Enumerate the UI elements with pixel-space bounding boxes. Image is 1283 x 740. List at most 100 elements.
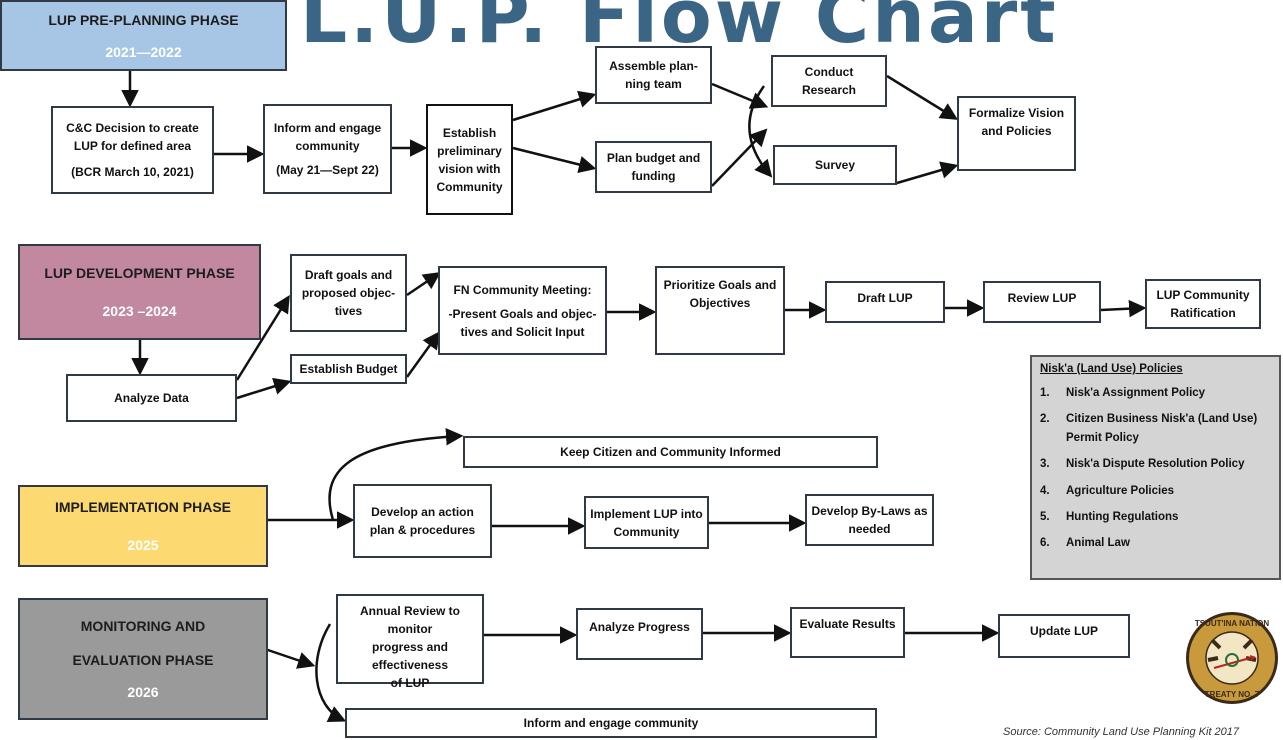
node-line: Establish xyxy=(442,125,497,140)
seal-bottom-text: TREATY NO. 7 xyxy=(1205,690,1260,699)
policies-title: Nisk'a (Land Use) Policies xyxy=(1040,363,1183,375)
node-assemble-team: Assemble plan- ning team xyxy=(595,46,712,104)
policy-text: Agriculture Policies xyxy=(1066,484,1175,497)
policy-item: 5.Hunting Regulations xyxy=(1040,508,1271,526)
node-line: Analyze Data xyxy=(114,391,189,405)
seal-top-text: TSUUT'INA NATION xyxy=(1195,619,1270,628)
policy-number: 3. xyxy=(1040,458,1050,471)
node-line: Assemble plan- xyxy=(609,59,698,73)
node-formalize: Formalize Vision and Policies xyxy=(957,96,1076,171)
node-line: Ratification xyxy=(1170,306,1236,320)
node-line: (May 21—Sept 22) xyxy=(276,163,379,177)
node-line: Draft goals and xyxy=(304,268,393,282)
phase-name-line2: EVALUATION PHASE xyxy=(72,652,214,668)
phase-years: 2026 xyxy=(127,684,159,700)
policy-text: Animal Law xyxy=(1066,537,1130,550)
policy-item: 4. Agriculture Policies xyxy=(1040,482,1271,500)
policy-item: 6. Animal Law xyxy=(1040,534,1271,552)
node-line: Develop By-Laws as xyxy=(811,504,928,518)
node-line: Review LUP xyxy=(1007,291,1077,305)
node-line: Research xyxy=(801,83,857,97)
node-line: Analyze Progress xyxy=(589,620,690,634)
node-bylaws: Develop By-Laws as needed xyxy=(805,494,934,546)
node-line: Keep Citizen and Community Informed xyxy=(560,445,781,459)
node-line: Objectives xyxy=(689,296,751,310)
node-draft-goals: Draft goals and proposed objec- tives xyxy=(290,254,407,332)
phase-name: LUP PRE-PLANNING PHASE xyxy=(48,11,239,28)
policy-item: 3. Nisk'a Dispute Resolution Policy xyxy=(1040,455,1271,473)
node-line: Survey xyxy=(814,158,856,172)
node-line: (BCR March 10, 2021) xyxy=(71,165,194,179)
phase-years: 2021—2022 xyxy=(105,43,182,60)
node-ratification: LUP Community Ratification xyxy=(1145,279,1261,329)
node-plan-budget: Plan budget and funding xyxy=(595,141,712,193)
node-line: C&C Decision to create xyxy=(66,121,199,135)
node-line: needed xyxy=(848,522,891,536)
node-fn-meeting: FN Community Meeting: -Present Goals and… xyxy=(438,266,607,355)
node-establish-budget: Establish Budget xyxy=(290,354,407,384)
node-line: Evaluate Results xyxy=(799,617,896,631)
policy-text: Hunting Regulations xyxy=(1066,510,1179,523)
node-analyze-data: Analyze Data xyxy=(66,374,237,422)
node-line: Implement LUP into xyxy=(590,506,703,521)
node-line: vision with xyxy=(438,161,501,176)
node-draft-lup: Draft LUP xyxy=(825,281,945,323)
policy-text: Nisk'a Dispute Resolution Policy xyxy=(1066,458,1245,471)
node-line: LUP for defined area xyxy=(73,139,192,153)
node-establish-vision: Establish preliminary vision with Commun… xyxy=(426,104,513,215)
node-inform-engage: Inform and engage community (May 21—Sept… xyxy=(263,104,392,194)
node-line: plan & procedures xyxy=(369,523,476,537)
node-action-plan: Develop an action plan & procedures xyxy=(353,484,492,558)
node-line: Prioritize Goals and xyxy=(663,278,777,292)
node-line: ning team xyxy=(625,77,682,91)
node-evaluate: Evaluate Results xyxy=(790,607,905,658)
node-line: Establish Budget xyxy=(299,362,398,376)
tsuutina-nation-seal-icon: TSUUT'INA NATION TREATY NO. 7 xyxy=(1186,612,1278,704)
policy-number: 1. xyxy=(1040,387,1050,399)
page-title: L.U.P. Flow Chart xyxy=(300,0,1059,60)
policy-item: 2. Citizen Business Nisk'a (Land Use) Per… xyxy=(1040,410,1271,447)
node-line: FN Community Meeting: xyxy=(453,282,592,297)
node-annual-review: Annual Review to monitor progress and ef… xyxy=(336,594,484,690)
node-keep-informed: Keep Citizen and Community Informed xyxy=(463,436,878,468)
node-line: -Present Goals and objec- xyxy=(448,306,597,321)
phase-name: IMPLEMENTATION PHASE xyxy=(54,499,232,515)
node-line: tives xyxy=(334,304,363,318)
node-line: Plan budget and xyxy=(606,151,701,165)
policy-text: Citizen Business Nisk'a (Land Use) Permi… xyxy=(1066,413,1258,444)
node-analyze-progress: Analyze Progress xyxy=(576,608,703,660)
phase-pre-planning: LUP PRE-PLANNING PHASE 2021—2022 xyxy=(0,0,287,71)
node-line: Update LUP xyxy=(1029,624,1098,638)
policy-number: 6. xyxy=(1040,537,1050,550)
node-line: Formalize Vision xyxy=(968,106,1065,120)
node-line: Community xyxy=(436,179,503,194)
node-survey: Survey xyxy=(773,145,897,185)
node-line: preliminary xyxy=(437,143,502,158)
policy-number: 2. xyxy=(1040,413,1050,426)
node-line: Inform and engage community xyxy=(523,716,699,730)
node-conduct-research: Conduct Research xyxy=(771,55,887,107)
node-line: of LUP xyxy=(390,676,430,690)
node-implement: Implement LUP into Community xyxy=(584,496,709,549)
node-cc-decision: C&C Decision to create LUP for defined a… xyxy=(51,106,214,194)
node-line: Draft LUP xyxy=(857,291,913,305)
phase-years: 2023 –2024 xyxy=(102,303,177,319)
phase-name-line1: MONITORING AND xyxy=(80,618,206,634)
source-caption: Source: Community Land Use Planning Kit … xyxy=(1003,726,1240,738)
policies-panel: Nisk'a (Land Use) Policies 1.Nisk'a Assi… xyxy=(1030,355,1281,580)
policy-number: 4. xyxy=(1040,484,1050,497)
node-line: funding xyxy=(631,169,676,183)
phase-development: LUP DEVELOPMENT PHASE 2023 –2024 xyxy=(18,244,261,340)
node-line: Develop an action xyxy=(371,505,474,519)
node-line: Inform and engage xyxy=(273,121,382,135)
policy-item: 1.Nisk'a Assignment Policy xyxy=(1040,384,1271,402)
node-line: tives and Solicit Input xyxy=(460,324,585,339)
node-prioritize: Prioritize Goals and Objectives xyxy=(655,266,785,355)
node-line: Annual Review to monitor xyxy=(359,604,460,636)
node-line: LUP Community xyxy=(1156,288,1250,302)
phase-monitoring: MONITORING AND EVALUATION PHASE 2026 xyxy=(18,598,268,720)
node-update-lup: Update LUP xyxy=(998,614,1130,658)
node-line: Community xyxy=(613,524,680,539)
phase-name: LUP DEVELOPMENT PHASE xyxy=(44,265,235,281)
